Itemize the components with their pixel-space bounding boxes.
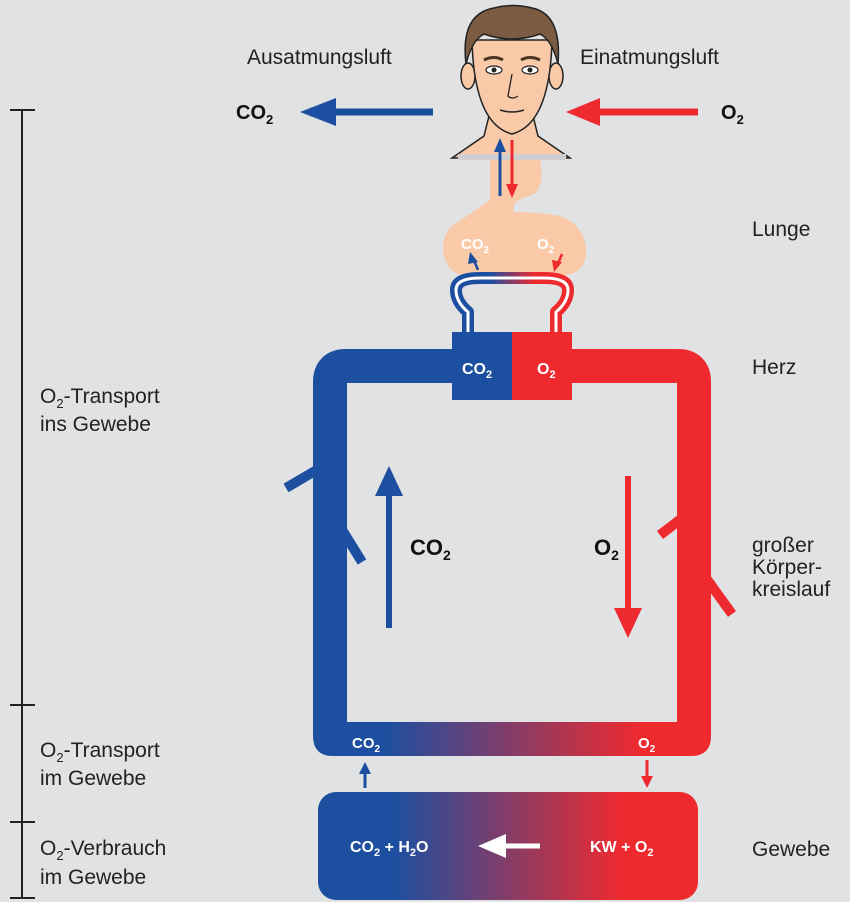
svg-text:O2: O2: [594, 535, 619, 563]
svg-text:O2-Transport: O2-Transport: [40, 739, 160, 765]
venous-co2-arrow: [375, 466, 403, 628]
gewebe-label: Gewebe: [752, 838, 830, 861]
lung-illustration: [443, 160, 586, 276]
arterial-o2-label: O2: [594, 535, 619, 563]
exhale-co2-label: CO2: [236, 102, 273, 127]
pulmonary-loop: [456, 278, 568, 332]
tissue-o2-down-arrow: [641, 760, 653, 788]
exhale-arrow: [300, 98, 433, 126]
phase-label-transport-im-gewebe: O2-Transport im Gewebe: [40, 739, 160, 790]
svg-text:ins Gewebe: ins Gewebe: [40, 413, 151, 436]
svg-text:O2-Transport: O2-Transport: [40, 385, 160, 411]
svg-text:kreislauf: kreislauf: [752, 578, 830, 601]
person-head-illustration: [452, 6, 570, 161]
inhale-arrow: [566, 98, 698, 126]
svg-text:CO2: CO2: [410, 535, 451, 563]
tissue-co2-up-arrow: [359, 762, 371, 788]
systemic-circulation-loop: [286, 366, 732, 756]
inhale-label: Einatmungsluft: [580, 46, 719, 69]
phase-timeline: [10, 110, 35, 898]
svg-text:O2-Verbrauch: O2-Verbrauch: [40, 837, 166, 863]
phase-label-verbrauch-im-gewebe: O2-Verbrauch im Gewebe: [40, 837, 166, 889]
svg-text:im Gewebe: im Gewebe: [40, 767, 146, 790]
svg-text:O2: O2: [721, 102, 744, 127]
venous-co2-label: CO2: [410, 535, 451, 563]
inhale-o2-label: O2: [721, 102, 744, 127]
svg-text:CO2: CO2: [236, 102, 273, 127]
kreislauf-label: großer Körper- kreislauf: [752, 534, 830, 601]
herz-label: Herz: [752, 356, 796, 379]
svg-text:großer: großer: [752, 534, 814, 557]
svg-text:im Gewebe: im Gewebe: [40, 866, 146, 889]
lunge-label: Lunge: [752, 218, 810, 241]
exhale-label: Ausatmungsluft: [247, 46, 392, 69]
svg-text:Körper-: Körper-: [752, 556, 822, 579]
phase-label-transport-ins-gewebe: O2-Transport ins Gewebe: [40, 385, 160, 436]
